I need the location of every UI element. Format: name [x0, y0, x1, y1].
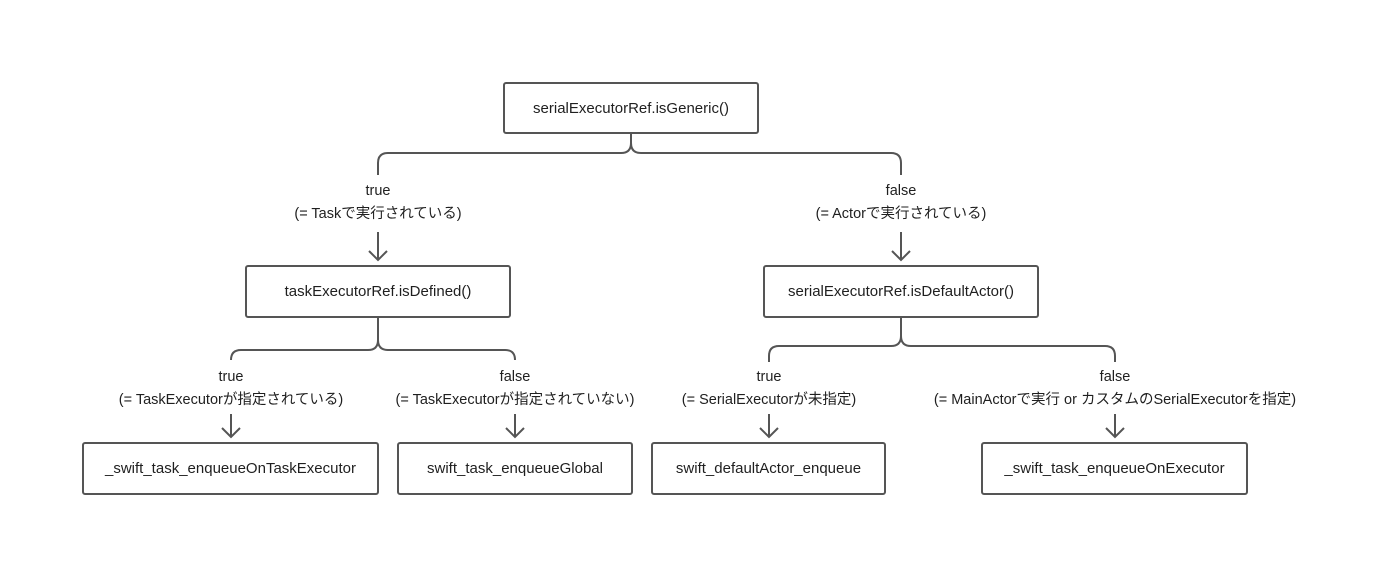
default-actor-decision-node: serialExecutorRef.isDefaultActor()	[763, 265, 1039, 318]
actor-true-label: true (= SerialExecutorが未指定)	[649, 366, 889, 412]
enqueue-on-task-executor-node: _swift_task_enqueueOnTaskExecutor	[82, 442, 379, 495]
root-branch-brace	[377, 133, 902, 175]
actor-true-value: true	[756, 369, 782, 385]
task-true-arrow	[221, 414, 241, 439]
task-executor-decision-text: taskExecutorRef.isDefined()	[284, 283, 472, 300]
actor-false-label: false (= MainActorで実行 or カスタムのSerialExec…	[905, 366, 1325, 412]
enqueue-on-executor-node: _swift_task_enqueueOnExecutor	[981, 442, 1248, 495]
root-false-note: (= Actorで実行されている)	[815, 206, 987, 222]
root-decision-node: serialExecutorRef.isGeneric()	[503, 82, 759, 134]
actor-true-note: (= SerialExecutorが未指定)	[681, 392, 857, 408]
task-false-note: (= TaskExecutorが指定されていない)	[395, 392, 635, 408]
default-actor-enqueue-node: swift_defaultActor_enqueue	[651, 442, 886, 495]
task-true-note: (= TaskExecutorが指定されている)	[118, 392, 344, 408]
task-branch-brace	[230, 318, 516, 361]
enqueue-global-text: swift_task_enqueueGlobal	[427, 460, 603, 477]
enqueue-global-node: swift_task_enqueueGlobal	[397, 442, 633, 495]
root-true-arrow	[368, 232, 388, 262]
task-false-arrow	[505, 414, 525, 439]
root-false-value: false	[885, 183, 917, 199]
root-decision-text: serialExecutorRef.isGeneric()	[533, 99, 729, 117]
task-false-value: false	[499, 369, 531, 385]
root-true-label: true (= Taskで実行されている)	[228, 180, 528, 226]
actor-false-value: false	[1099, 369, 1131, 385]
task-false-label: false (= TaskExecutorが指定されていない)	[375, 366, 655, 412]
root-false-label: false (= Actorで実行されている)	[751, 180, 1051, 226]
default-actor-enqueue-text: swift_defaultActor_enqueue	[675, 460, 862, 477]
actor-false-note: (= MainActorで実行 or カスタムのSerialExecutorを指…	[933, 392, 1297, 408]
actor-branch-brace	[768, 318, 1116, 362]
task-true-value: true	[218, 369, 244, 385]
actor-true-arrow	[759, 414, 779, 439]
enqueue-on-task-executor-text: _swift_task_enqueueOnTaskExecutor	[105, 460, 356, 477]
task-true-label: true (= TaskExecutorが指定されている)	[91, 366, 371, 412]
actor-false-arrow	[1105, 414, 1125, 439]
default-actor-decision-text: serialExecutorRef.isDefaultActor()	[788, 283, 1014, 300]
enqueue-on-executor-text: _swift_task_enqueueOnExecutor	[1004, 460, 1225, 477]
root-false-arrow	[891, 232, 911, 262]
root-true-value: true	[365, 183, 391, 199]
task-executor-decision-node: taskExecutorRef.isDefined()	[245, 265, 511, 318]
root-true-note: (= Taskで実行されている)	[294, 206, 462, 222]
